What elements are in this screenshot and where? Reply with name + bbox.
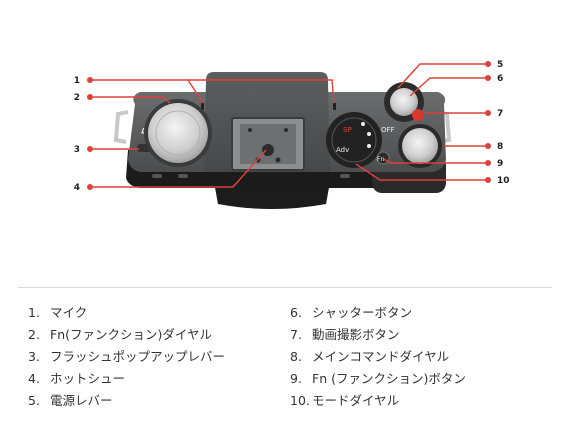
callout-number-9: 9 (497, 159, 503, 169)
microphone-right (333, 103, 336, 110)
legend-number: 2. (28, 327, 40, 342)
legend-item-3: 3. フラッシュポップアップレバー (28, 346, 298, 368)
legend-number: 6. (290, 305, 302, 320)
lens-mount (214, 182, 330, 209)
legend-left-column: 1. マイク 2. Fn(ファンクション)ダイヤル 3. フラッシュポップアップレバー… (28, 302, 298, 412)
legend-number: 3. (28, 349, 40, 364)
legend-item-1: 1. マイク (28, 302, 298, 324)
callout-dots (87, 61, 491, 190)
callout-line-1b (188, 79, 335, 104)
mode-dial-adv-label: Adv (336, 146, 349, 154)
callout-number-8: 8 (497, 142, 503, 152)
legend-number: 1. (28, 305, 40, 320)
legend-label: モードダイヤル (312, 393, 400, 408)
fn-button-label: Fn (377, 156, 384, 163)
callout-line-2 (93, 96, 171, 104)
legend-number: 9. (290, 371, 302, 386)
legend-label: 電源レバー (50, 393, 113, 408)
section-divider (18, 287, 552, 288)
legend-item-5: 5. 電源レバー (28, 390, 298, 412)
legend-item-10: 10.モードダイヤル (290, 390, 560, 412)
legend-number: 4. (28, 371, 40, 386)
legend-label: フラッシュポップアップレバー (50, 349, 226, 364)
callout-line-6 (409, 77, 485, 97)
callout-line-10 (355, 163, 485, 181)
legend-number: 10. (290, 393, 310, 408)
legend-item-8: 8. メインコマンドダイヤル (290, 346, 560, 368)
callout-lines (93, 63, 485, 188)
camera-top-view-diagram: ϟ SP Adv OFF Fn (74, 60, 510, 209)
microphone-left (201, 103, 204, 110)
legend-number: 5. (28, 393, 40, 408)
movie-record-button (412, 109, 424, 121)
legend-label: 動画撮影ボタン (312, 327, 400, 342)
callout-number-5: 5 (497, 60, 503, 70)
legend-number: 7. (290, 327, 302, 342)
legend-label: メインコマンドダイヤル (312, 349, 450, 364)
legend-number: 8. (290, 349, 302, 364)
callout-number-2: 2 (74, 93, 80, 103)
legend-right-column: 6. シャッターボタン 7. 動画撮影ボタン 8. メインコマンドダイヤル 9. Fn … (290, 302, 560, 412)
off-label: OFF (381, 126, 395, 134)
legend-label: ホットシュー (50, 371, 126, 386)
callout-number-6: 6 (497, 74, 503, 84)
mode-dial (326, 112, 382, 168)
left-strap-lug (113, 110, 129, 144)
callout-number-4: 4 (74, 183, 80, 193)
legend-item-6: 6. シャッターボタン (290, 302, 560, 324)
callout-number-3: 3 (74, 145, 80, 155)
mode-dial-sp-label: SP (343, 126, 352, 134)
legend-label: Fn(ファンクション)ダイヤル (50, 327, 212, 342)
legend-item-9: 9. Fn (ファンクション)ボタン (290, 368, 560, 390)
callout-number-10: 10 (497, 176, 510, 186)
legend-label: マイク (50, 305, 88, 320)
legend-item-4: 4. ホットシュー (28, 368, 298, 390)
callout-number-1: 1 (74, 76, 80, 86)
legend-label: Fn (ファンクション)ボタン (312, 371, 466, 386)
callout-line-9 (383, 158, 485, 164)
callout-line-4 (93, 149, 267, 188)
legend-label: シャッターボタン (312, 305, 413, 320)
legend-item-2: 2. Fn(ファンクション)ダイヤル (28, 324, 298, 346)
callout-line-5 (397, 63, 485, 89)
callout-number-7: 7 (497, 109, 503, 119)
legend-item-7: 7. 動画撮影ボタン (290, 324, 560, 346)
